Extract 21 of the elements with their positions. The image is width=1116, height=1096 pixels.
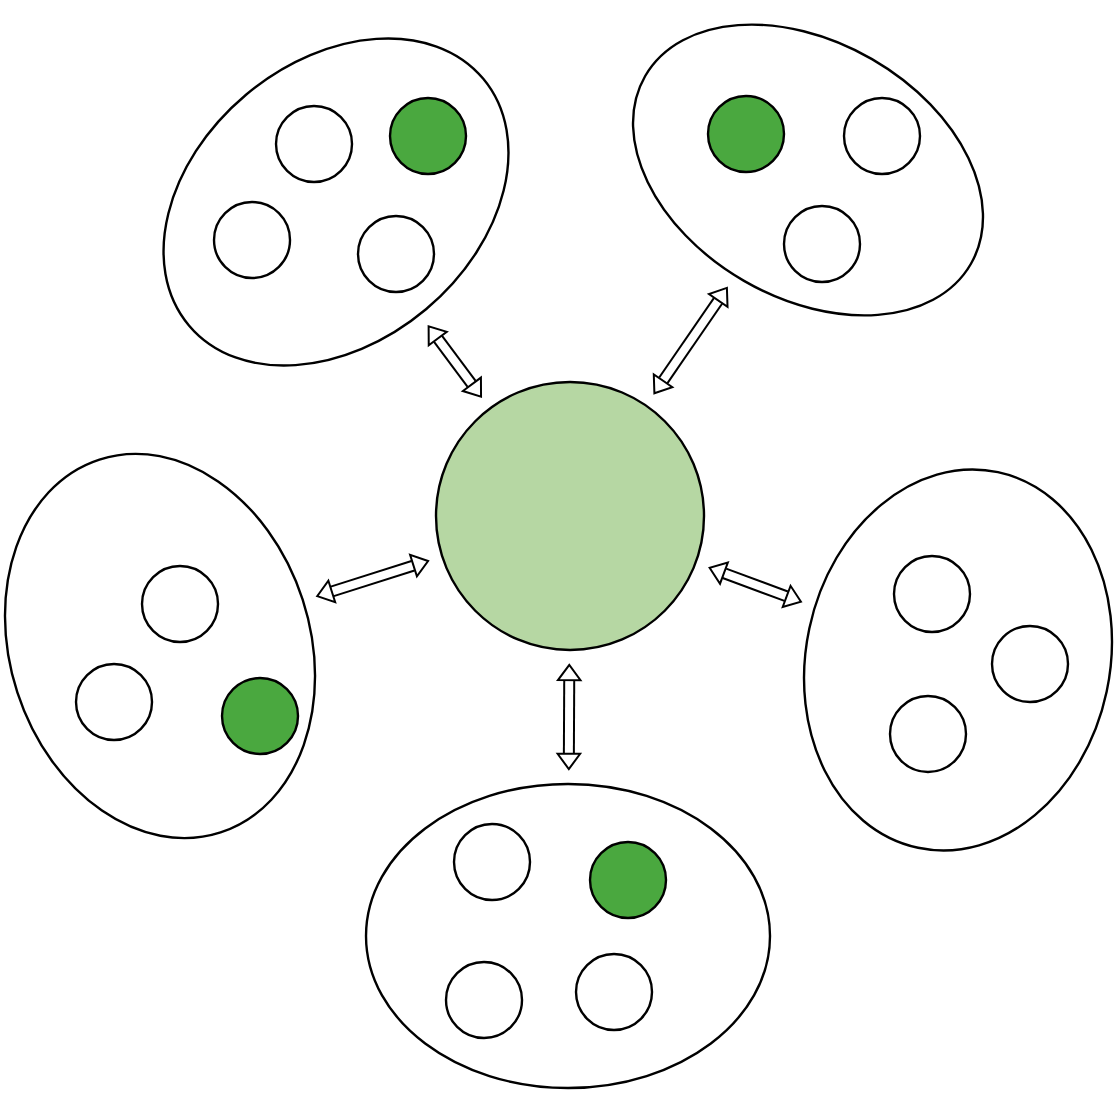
double-arrow [652, 286, 729, 395]
circle [990, 624, 1070, 704]
circle [888, 694, 968, 774]
circle [892, 554, 972, 634]
circle [452, 822, 532, 902]
ellipse [364, 782, 772, 1090]
large-circle [434, 380, 706, 652]
circle [444, 960, 524, 1040]
ellipse [802, 468, 1114, 852]
circle [588, 840, 668, 920]
circle [274, 104, 354, 184]
circle [356, 214, 436, 294]
circle [212, 200, 292, 280]
circle [388, 96, 468, 176]
circle [706, 94, 786, 174]
circle [220, 676, 300, 756]
circle [574, 952, 654, 1032]
circle [74, 662, 154, 742]
circle [842, 96, 922, 176]
circle [782, 204, 862, 284]
circle [140, 564, 220, 644]
